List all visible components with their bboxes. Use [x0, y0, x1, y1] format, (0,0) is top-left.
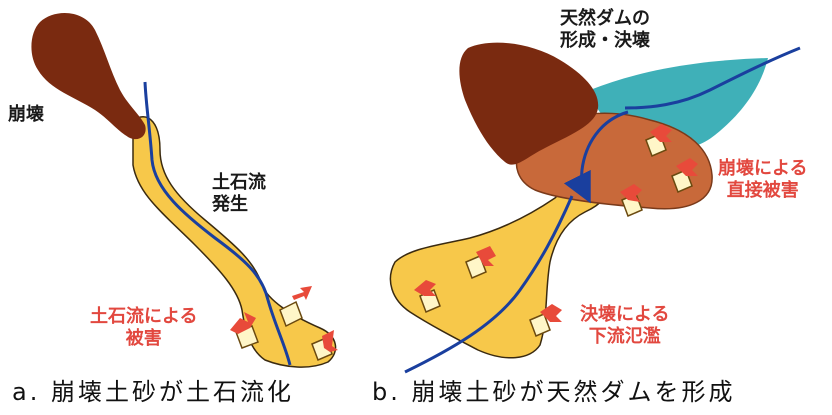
label-downstream-flood-line2: 下流氾濫	[580, 326, 669, 348]
label-debris-damage-line1: 土石流による	[90, 306, 197, 328]
label-direct-damage: 崩壊による 直接被害	[718, 158, 807, 201]
label-downstream-flood-line1: 決壊による	[580, 304, 669, 326]
label-direct-damage-line2: 直接被害	[718, 180, 807, 202]
caption-b: b. 崩壊土砂が天然ダムを形成	[372, 372, 736, 407]
label-natural-dam-line1: 天然ダムの	[560, 8, 650, 30]
up-arrow-icon	[292, 286, 312, 300]
label-debris-damage: 土石流による 被害	[90, 306, 197, 349]
flood-area	[390, 182, 605, 358]
label-debris-damage-line2: 被害	[90, 328, 197, 350]
label-debris-flow-line1: 土石流	[212, 172, 266, 194]
label-debris-flow: 土石流 発生	[212, 172, 266, 215]
collapse-blob	[31, 13, 145, 139]
label-debris-flow-line2: 発生	[212, 194, 266, 216]
label-downstream-flood: 決壊による 下流氾濫	[580, 304, 669, 347]
label-direct-damage-line1: 崩壊による	[718, 158, 807, 180]
label-natural-dam: 天然ダムの 形成・決壊	[560, 8, 650, 51]
caption-a: a. 崩壊土砂が土石流化	[12, 372, 294, 407]
label-collapse: 崩壊	[8, 104, 44, 126]
label-natural-dam-line2: 形成・決壊	[560, 30, 650, 52]
